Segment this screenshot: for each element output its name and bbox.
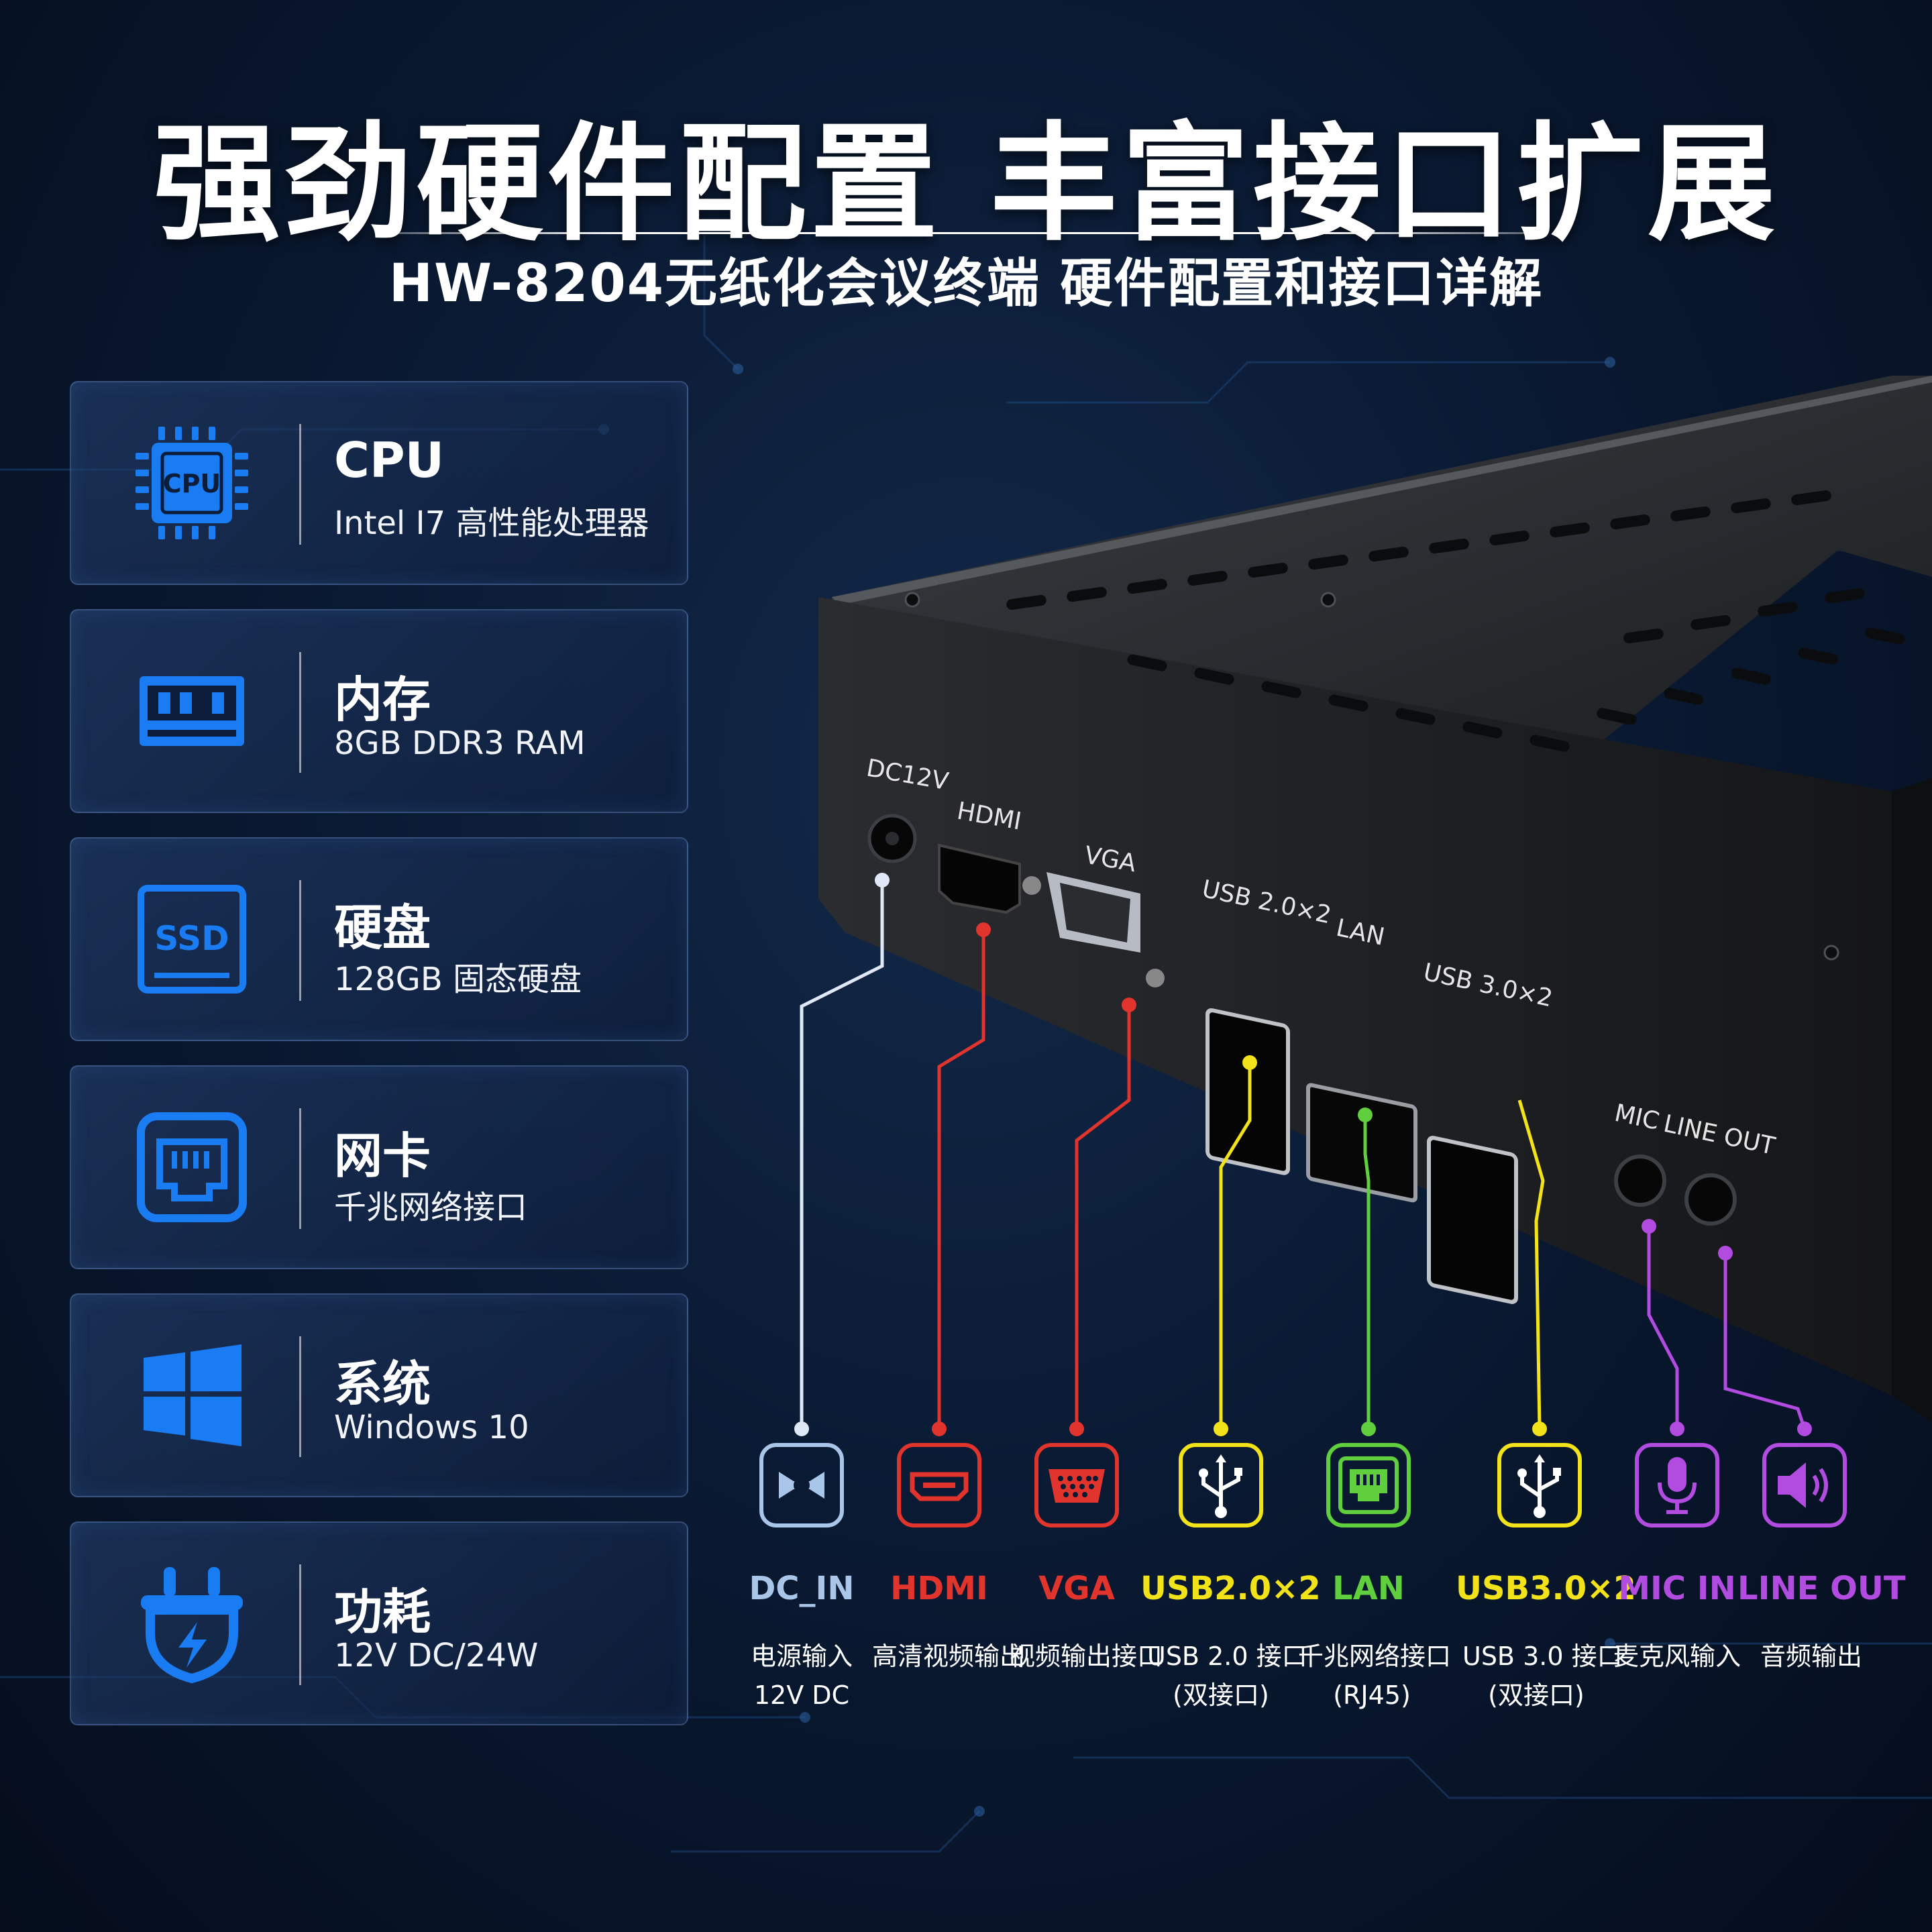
port-desc-line: 高清视频输出 <box>872 1642 1026 1671</box>
dc-power-icon <box>759 1443 844 1527</box>
windows-icon <box>144 1344 241 1446</box>
spec-card-cpu: CPU CPU Intel I7 高性能处理器 <box>70 381 688 585</box>
port-desc-line: 千兆网络接口 <box>1298 1642 1452 1671</box>
port-desc-mic: 麦克风输入 <box>1613 1637 1741 1676</box>
port-label-usb2: USB2.0×2 <box>1140 1570 1321 1607</box>
port-dc-in <box>735 1442 869 1528</box>
port-hdmi <box>872 1442 1006 1528</box>
network-port-icon <box>137 1112 247 1222</box>
spec-divider <box>299 424 301 545</box>
port-desc-line-out: 音频输出 <box>1748 1637 1875 1676</box>
port-desc-dc-in: 电源输入 12V DC <box>735 1637 869 1715</box>
port-desc-line: (RJ45) <box>1333 1680 1411 1710</box>
lan-icon <box>1326 1443 1411 1527</box>
usb-icon <box>1497 1443 1582 1527</box>
spec-value: Intel I7 高性能处理器 <box>334 504 649 542</box>
port-label-hdmi: HDMI <box>890 1570 988 1607</box>
spec-card-power: 功耗 12V DC/24W <box>70 1521 688 1725</box>
port-desc-usb2: USB 2.0 接口 (双接口) <box>1147 1637 1307 1715</box>
spec-name: 网卡 <box>334 1128 431 1184</box>
port-label-usb3: USB3.0×2 <box>1456 1570 1636 1607</box>
spec-name: 系统 <box>334 1356 431 1412</box>
power-plug-icon <box>141 1567 243 1684</box>
port-desc-line: (双接口) <box>1173 1680 1269 1710</box>
spec-card-network: 网卡 千兆网络接口 <box>70 1065 688 1269</box>
port-desc-vga: 视频输出接口 <box>1010 1637 1163 1676</box>
port-label-mic: MIC IN <box>1618 1570 1736 1607</box>
spec-divider <box>299 1336 301 1457</box>
spec-divider <box>299 652 301 773</box>
port-desc-line: USB 3.0 接口 <box>1462 1642 1623 1671</box>
port-desc-line: 视频输出接口 <box>1010 1642 1163 1671</box>
spec-card-os: 系统 Windows 10 <box>70 1293 688 1497</box>
spec-value: 12V DC/24W <box>334 1637 539 1674</box>
port-desc-usb3: USB 3.0 接口 (双接口) <box>1462 1637 1623 1715</box>
port-desc-line: 麦克风输入 <box>1613 1642 1741 1671</box>
cpu-icon-text: CPU <box>163 469 221 498</box>
port-label-lan: LAN <box>1332 1570 1405 1607</box>
spec-name: 内存 <box>334 672 431 728</box>
spec-divider <box>299 880 301 1001</box>
spec-name: 硬盘 <box>334 900 431 956</box>
spec-divider <box>299 1564 301 1685</box>
port-usb3 <box>1472 1442 1607 1528</box>
usb-icon <box>1179 1443 1263 1527</box>
port-desc-line: USB 2.0 接口 <box>1147 1642 1307 1671</box>
port-vga <box>1010 1442 1144 1528</box>
spec-value: 128GB 固态硬盘 <box>334 961 582 998</box>
port-label-dc-in: DC_IN <box>749 1570 855 1607</box>
title-divider <box>389 232 1543 234</box>
port-line-out <box>1737 1442 1872 1528</box>
port-desc-line: 音频输出 <box>1760 1642 1862 1671</box>
ssd-icon: SSD <box>138 885 246 994</box>
hdmi-icon <box>897 1443 981 1527</box>
spec-list: CPU CPU Intel I7 高性能处理器 内存 8GB DDR3 RAM … <box>70 381 688 1750</box>
memory-icon <box>140 676 244 746</box>
device-image: DC12V HDMI VGA USB 2.0×2 LAN USB 3.0×2 M… <box>818 376 1932 1422</box>
cpu-icon: CPU <box>136 427 248 539</box>
ssd-icon-text: SSD <box>154 919 229 958</box>
spec-value: 8GB DDR3 RAM <box>334 724 586 762</box>
port-usb2 <box>1154 1442 1288 1528</box>
port-label-line-out: LINE OUT <box>1737 1570 1906 1607</box>
port-label-vga: VGA <box>1038 1570 1115 1607</box>
spec-divider <box>299 1108 301 1229</box>
port-desc-line: 电源输入 <box>750 1642 853 1671</box>
spec-name: CPU <box>334 432 445 488</box>
port-desc-line: 12V DC <box>753 1680 850 1710</box>
port-mic <box>1610 1442 1744 1528</box>
microphone-icon <box>1635 1443 1719 1527</box>
spec-value: Windows 10 <box>334 1409 529 1446</box>
spec-card-storage: SSD 硬盘 128GB 固态硬盘 <box>70 837 688 1041</box>
page-subtitle: HW-8204无纸化会议终端 硬件配置和接口详解 <box>388 254 1544 314</box>
spec-name: 功耗 <box>334 1584 431 1640</box>
port-desc-hdmi: 高清视频输出 <box>872 1637 1026 1676</box>
vga-icon <box>1034 1443 1119 1527</box>
speaker-icon <box>1762 1443 1847 1527</box>
port-desc-line: (双接口) <box>1488 1680 1585 1710</box>
port-lan <box>1301 1442 1436 1528</box>
port-desc-lan: 千兆网络接口 (RJ45) <box>1298 1637 1452 1715</box>
spec-value: 千兆网络接口 <box>334 1189 528 1226</box>
spec-card-memory: 内存 8GB DDR3 RAM <box>70 609 688 813</box>
